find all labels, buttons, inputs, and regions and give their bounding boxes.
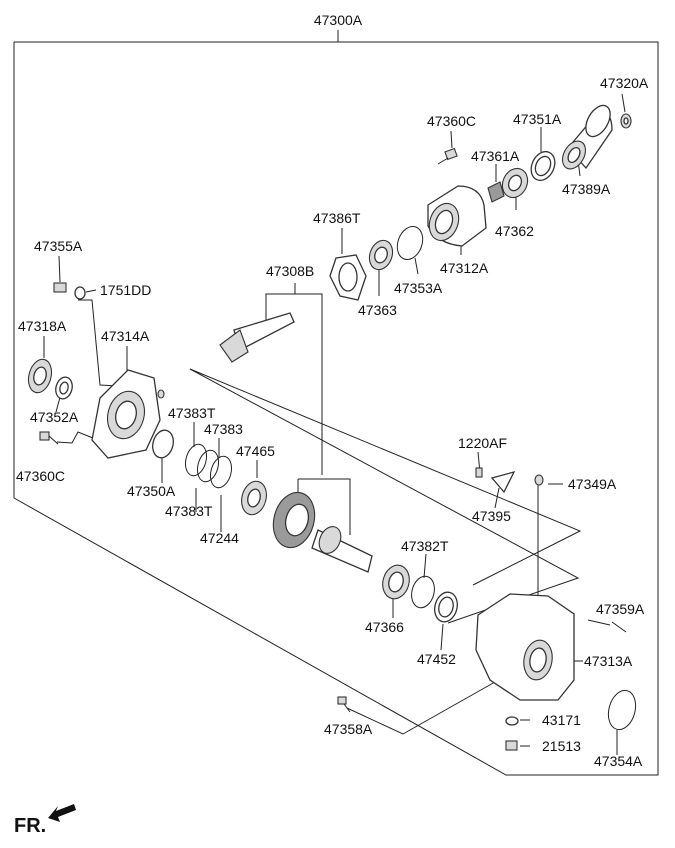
label-47360C-top: 47360C — [427, 113, 476, 129]
label-47350A: 47350A — [127, 483, 176, 499]
label-47366: 47366 — [365, 619, 404, 635]
label-47383T-bottom: 47383T — [165, 503, 213, 519]
label-47363: 47363 — [358, 302, 397, 318]
nut-47320A — [620, 113, 632, 129]
label-47362: 47362 — [495, 223, 534, 239]
label-47318A: 47318A — [18, 318, 67, 334]
seal-47318A — [27, 358, 53, 394]
direction-indicator: FR. — [14, 804, 76, 837]
label-47383: 47383 — [204, 421, 243, 437]
assembly-frame — [13, 30, 659, 776]
label-47320A: 47320A — [600, 75, 649, 91]
label-47389A: 47389A — [562, 181, 611, 197]
oring-47382T — [411, 575, 435, 609]
label-47355A: 47355A — [34, 238, 83, 254]
label-47351A: 47351A — [513, 111, 562, 127]
oring-47354A — [607, 689, 637, 731]
label-47383T-top: 47383T — [168, 405, 216, 421]
label-1220AF: 1220AF — [458, 435, 507, 451]
cover-47314A — [91, 369, 161, 459]
bearing-47366 — [382, 564, 410, 600]
leader-lines — [43, 93, 626, 755]
case-47313A — [475, 593, 575, 701]
pinion-shaft — [219, 312, 295, 363]
label-47349A: 47349A — [568, 476, 617, 492]
label-21513: 21513 — [542, 738, 581, 754]
bearing-47362 — [501, 167, 529, 199]
label-47353A: 47353A — [394, 280, 443, 296]
spacer-47361A — [487, 181, 505, 203]
shim-set — [152, 429, 233, 489]
gasket-47386T — [329, 254, 367, 301]
nut-47355A — [53, 282, 67, 293]
label-47312A: 47312A — [440, 260, 489, 276]
bolt-47360C-top — [437, 147, 458, 165]
small-parts — [157, 389, 627, 751]
seal-47452 — [434, 591, 458, 623]
label-1751DD: 1751DD — [100, 282, 151, 298]
ring-47352A — [55, 376, 73, 400]
label-47386T: 47386T — [313, 210, 361, 226]
label-43171: 43171 — [542, 712, 581, 728]
label-47313A: 47313A — [584, 653, 633, 669]
label-47359A: 47359A — [596, 601, 645, 617]
label-47314A: 47314A — [101, 328, 150, 344]
label-47360C-bottom: 47360C — [16, 468, 65, 484]
differential-shaft — [311, 526, 373, 573]
bearing-47465 — [241, 480, 267, 516]
part-labels: 47300A 47320A 47360C 47351A 47361A 47389… — [16, 12, 649, 769]
flange-yoke — [561, 104, 613, 170]
label-47300A: 47300A — [314, 12, 363, 28]
label-47352A: 47352A — [30, 409, 79, 425]
label-47395: 47395 — [472, 508, 511, 524]
bearing-47363 — [368, 239, 394, 271]
ring-gear — [272, 491, 316, 549]
label-47361A: 47361A — [471, 148, 520, 164]
front-arrow-icon — [48, 804, 76, 822]
part-drawings — [27, 104, 637, 751]
label-47382T: 47382T — [401, 538, 449, 554]
oring-47353A — [396, 226, 424, 260]
bolt-47360C-bottom — [39, 431, 59, 445]
label-47354A: 47354A — [594, 753, 643, 769]
label-47358A: 47358A — [324, 721, 373, 737]
housing-47312A — [427, 185, 487, 247]
label-47465: 47465 — [236, 443, 275, 459]
label-47244: 47244 — [200, 530, 239, 546]
front-label: FR. — [14, 815, 46, 837]
seal-47351A — [530, 150, 556, 182]
label-47308B: 47308B — [266, 263, 314, 279]
label-47452: 47452 — [417, 651, 456, 667]
pin-1751DD — [74, 286, 86, 300]
